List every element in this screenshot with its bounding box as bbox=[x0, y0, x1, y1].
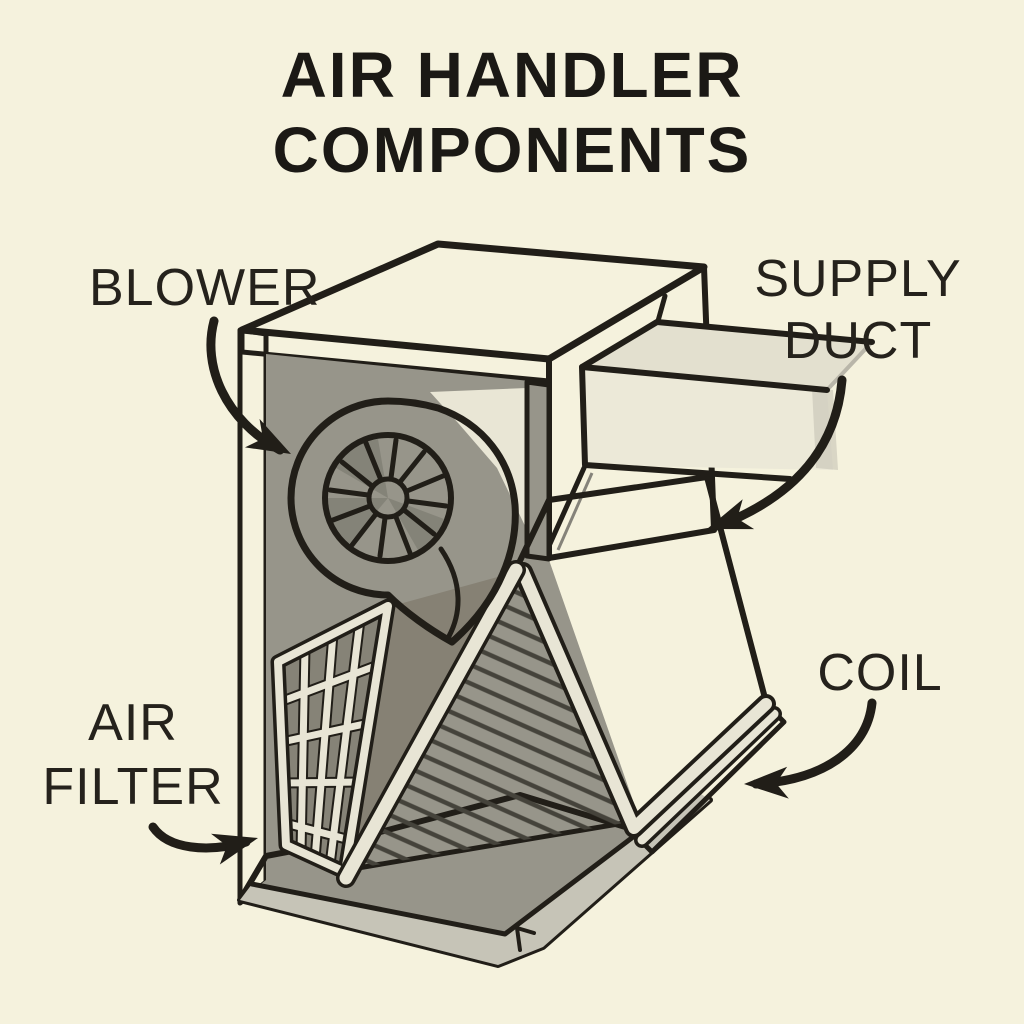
coil-strut bbox=[339, 563, 523, 885]
blower-label: BLOWER bbox=[89, 259, 320, 317]
air-filter-callout: AIR FILTER bbox=[42, 694, 263, 865]
air-filter-label-line2: FILTER bbox=[42, 758, 223, 816]
duct-front-face bbox=[582, 367, 833, 470]
coil-arrow bbox=[751, 698, 877, 789]
filter-lattice bbox=[276, 616, 382, 869]
supply-duct-arrow bbox=[713, 375, 847, 531]
coil-illustration bbox=[336, 474, 787, 888]
air-filter-label-line1: AIR bbox=[88, 694, 178, 752]
title-block: AIR HANDLER COMPONENTS bbox=[273, 39, 752, 186]
supply-duct-callout: SUPPLY DUCT bbox=[701, 250, 961, 545]
base-pan-notch bbox=[515, 926, 536, 952]
coil-callout: COIL bbox=[743, 644, 942, 801]
supply-duct-illustration bbox=[579, 319, 875, 482]
page-title-line1: AIR HANDLER bbox=[281, 39, 744, 111]
interior-highlight bbox=[430, 388, 527, 530]
interior-corner-line bbox=[655, 293, 668, 324]
supply-duct-label-line2: DUCT bbox=[784, 312, 932, 370]
blower-hub bbox=[366, 476, 410, 520]
cabinet-corner-post bbox=[524, 379, 552, 562]
coil-label: COIL bbox=[817, 644, 942, 702]
blower-housing bbox=[287, 397, 519, 646]
blower-callout: BLOWER bbox=[89, 259, 320, 468]
blower-scroll-curve bbox=[438, 546, 461, 641]
duct-end-soft-edge bbox=[825, 340, 874, 392]
duct-wall-junction-line bbox=[546, 465, 587, 549]
blower-inlet-ring bbox=[322, 432, 454, 564]
filter-frame bbox=[274, 602, 392, 876]
supply-duct-label-line1: SUPPLY bbox=[754, 250, 961, 308]
blower-illustration bbox=[287, 397, 519, 646]
blower-wheel-blades bbox=[327, 437, 449, 559]
air-filter-illustration bbox=[270, 598, 396, 880]
coil-tube-lower bbox=[637, 709, 779, 845]
coil-frame bbox=[517, 566, 772, 834]
blower-arrow bbox=[206, 316, 285, 455]
duct-front-top-edge bbox=[579, 364, 830, 393]
blower-wheel-shading bbox=[327, 439, 444, 550]
duct-wall-junction-shadow bbox=[556, 472, 594, 551]
base-pan-lip bbox=[240, 790, 710, 965]
page-title-line2: COMPONENTS bbox=[273, 114, 752, 186]
base-pan-lip-line bbox=[249, 787, 698, 937]
